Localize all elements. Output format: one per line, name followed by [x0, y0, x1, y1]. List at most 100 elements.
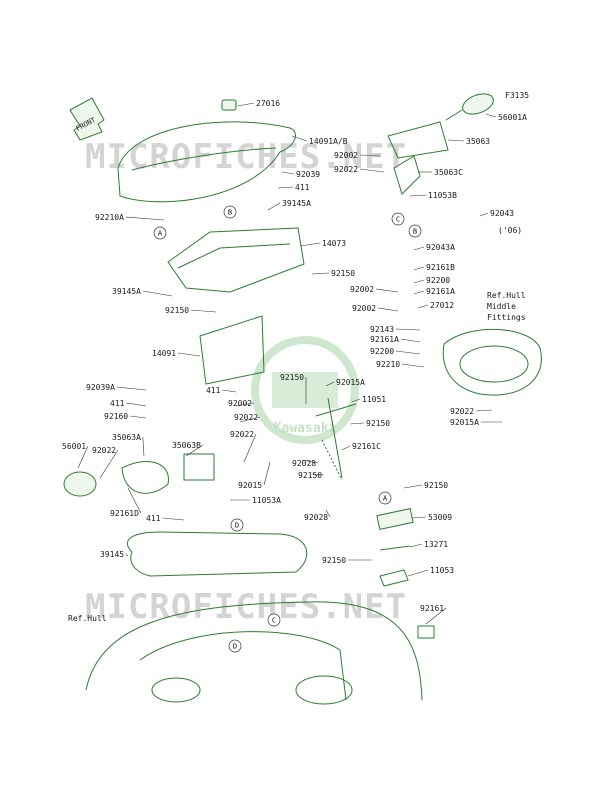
part-label: 92028	[292, 459, 316, 468]
leader-line	[311, 473, 325, 476]
ref-note-line: Ref.Hull	[68, 614, 107, 623]
callout-letter: B	[228, 209, 232, 217]
part-label: 11051	[362, 395, 386, 404]
callout-letter: D	[235, 522, 239, 530]
part-label: 11053	[430, 566, 454, 575]
leader-line	[126, 402, 147, 407]
part-label: 92150	[331, 269, 355, 278]
part-label: 92150	[322, 556, 346, 565]
leader-line	[485, 113, 497, 118]
leader-line	[325, 381, 335, 387]
part-label: 35063C	[434, 168, 463, 177]
part-label: 56001	[62, 442, 86, 451]
part-label: 92043	[490, 209, 514, 218]
front-arrow-icon: FRONT	[69, 97, 105, 141]
mirror-bracket-35063A	[121, 460, 169, 494]
part-label: 92161A	[370, 335, 399, 344]
part-label: 411	[146, 514, 161, 523]
part-label: 11053B	[428, 191, 457, 200]
callout-letter: C	[272, 617, 276, 625]
gauge-housing	[442, 328, 542, 396]
part-label: 92150	[280, 373, 304, 382]
part-label: 92022	[450, 407, 474, 416]
part-label: 92161D	[110, 509, 139, 518]
part-label: 35063A	[112, 433, 141, 442]
leader-line	[417, 304, 429, 309]
callout-letter: B	[413, 228, 417, 236]
leader-line	[267, 202, 281, 211]
hull-outline	[85, 601, 423, 705]
leader-line	[125, 553, 129, 557]
part-label: 92161C	[352, 442, 381, 451]
part-label: 92150	[424, 481, 448, 490]
part-label: 92043A	[426, 243, 455, 252]
callout-letter: A	[383, 495, 388, 503]
leader-line	[311, 272, 330, 275]
leader-line	[377, 307, 399, 312]
part-label: 92015	[238, 481, 262, 490]
leader-line	[447, 139, 465, 142]
leader-line	[243, 433, 257, 463]
callout-letter: D	[233, 643, 237, 651]
part-label: 92028	[304, 513, 328, 522]
leader-line	[299, 242, 321, 247]
part-label: 411	[206, 386, 221, 395]
part-label: 39145A	[282, 199, 311, 208]
part-label: 92022	[230, 430, 254, 439]
plate-92161	[417, 625, 435, 639]
leader-line	[395, 328, 421, 331]
callout-marker	[408, 224, 422, 238]
part-label: 39145A	[112, 287, 141, 296]
leader-line	[237, 102, 255, 107]
leader-line	[409, 194, 427, 197]
leader-line	[401, 363, 425, 368]
part-label: 92200	[426, 276, 450, 285]
callout-marker	[228, 639, 242, 653]
callout-letter: A	[158, 230, 163, 238]
leader-line	[413, 290, 425, 295]
leader-line	[409, 543, 423, 548]
leader-line	[127, 487, 142, 514]
part-label: 53009	[428, 513, 452, 522]
part-label: 27016	[256, 99, 280, 108]
leader-line	[375, 288, 399, 293]
leader-lines	[77, 102, 502, 625]
part-label: 27012	[430, 301, 454, 310]
leader-line	[77, 445, 89, 469]
part-label: 92210	[376, 360, 400, 369]
leader-line	[359, 168, 385, 173]
callout-marker	[223, 205, 237, 219]
ref-note-line: Ref.Hull	[487, 291, 526, 300]
callout-marker	[378, 491, 392, 505]
leader-line	[413, 279, 425, 284]
leader-line	[125, 216, 165, 221]
mirror-mount-35063C	[393, 155, 421, 195]
leader-line	[190, 309, 217, 313]
leader-line	[235, 402, 255, 407]
seal-39145	[126, 531, 308, 577]
leader-line	[407, 569, 429, 577]
callout-marker	[391, 212, 405, 226]
part-label: 92150	[165, 306, 189, 315]
part-label: 14091	[152, 349, 176, 358]
svg-text:Kawasaki: Kawasaki	[274, 421, 337, 436]
figure-code: F3135	[505, 91, 529, 100]
part-label: 11053A	[252, 496, 281, 505]
part-label: 92022	[334, 165, 358, 174]
part-label: 92160	[104, 412, 128, 421]
part-label: 92200	[370, 347, 394, 356]
mirror-bracket-35063	[387, 121, 449, 159]
leader-line	[413, 266, 425, 271]
leader-line	[129, 415, 147, 419]
part-label: 92161B	[426, 263, 455, 272]
callout-letter: C	[396, 216, 400, 224]
cap-27016	[221, 99, 237, 111]
part-label: 92143	[370, 325, 394, 334]
leader-line	[291, 135, 308, 142]
leader-line	[142, 436, 145, 457]
panel-14091	[199, 315, 265, 385]
leader-line	[116, 386, 147, 391]
part-label: 92039A	[86, 383, 115, 392]
cable-13271	[379, 545, 411, 551]
